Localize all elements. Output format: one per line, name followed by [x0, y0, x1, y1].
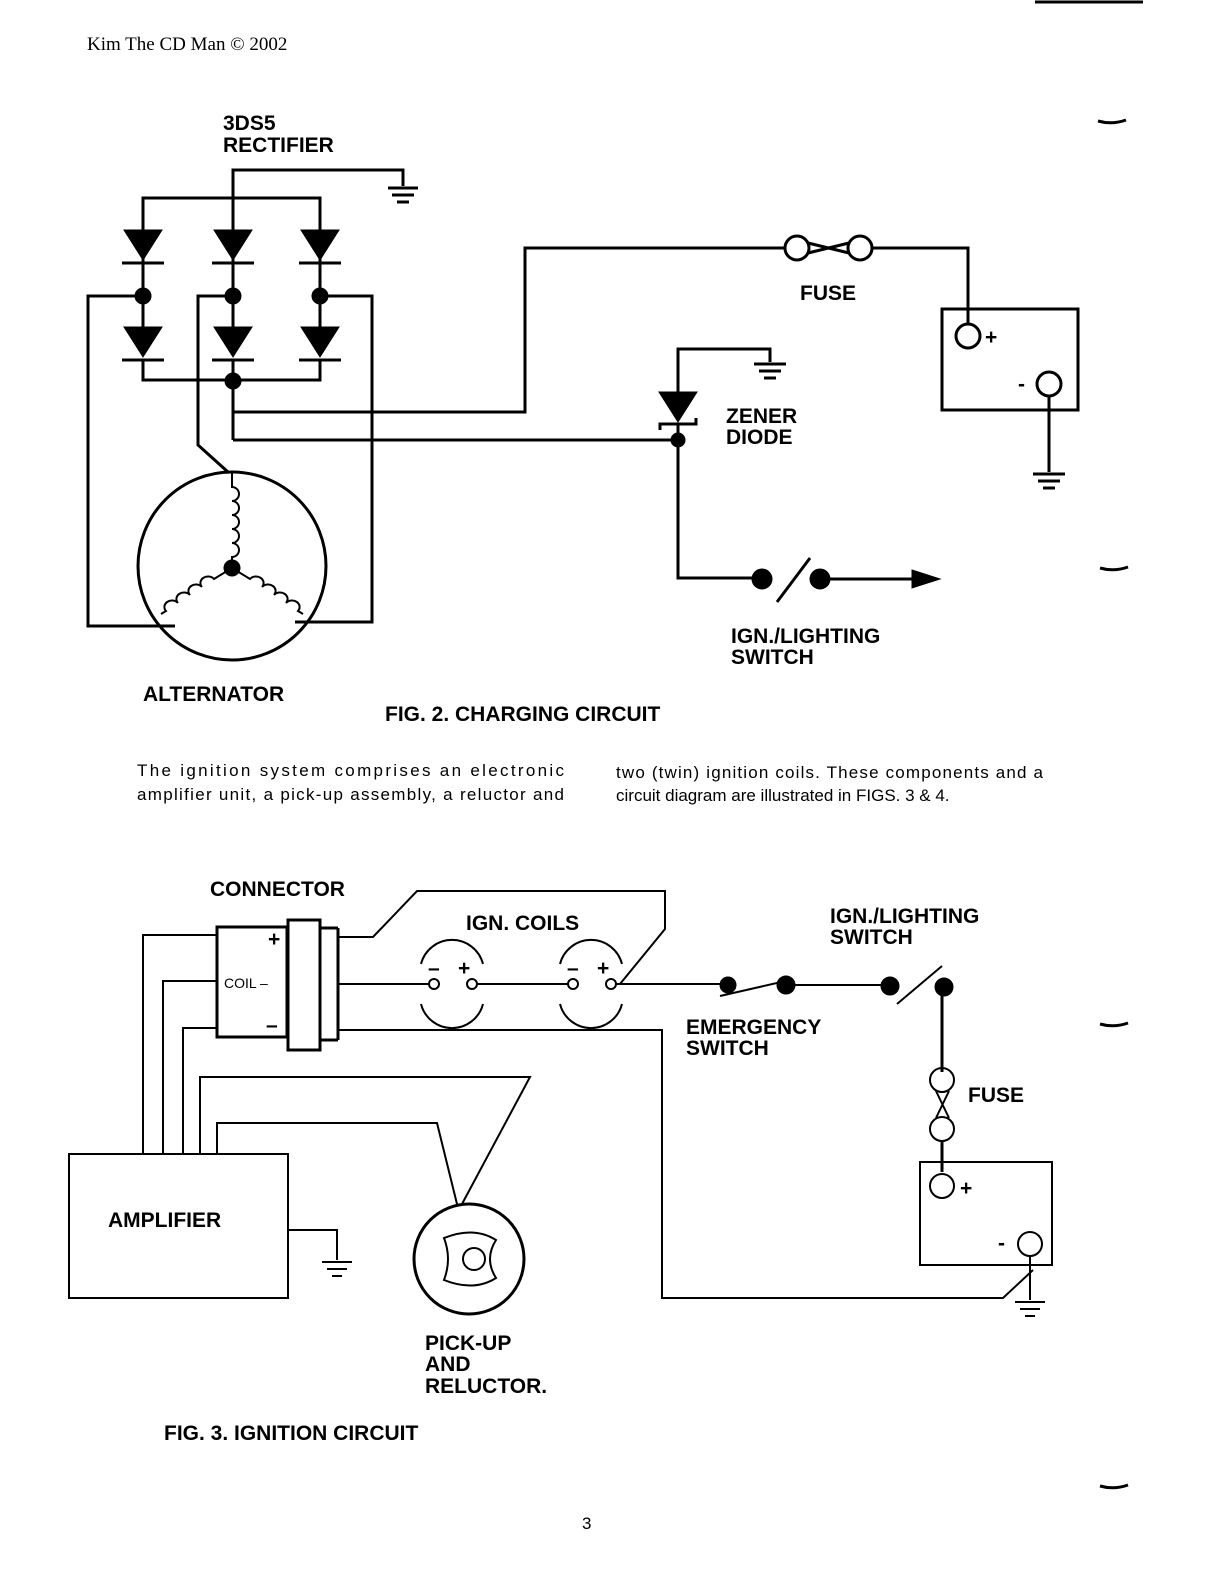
page-edge-marks	[1035, 0, 1143, 1490]
ign-switch-label-line1: IGN./LIGHTING	[830, 905, 979, 928]
ignition-circuit-diagram: CONNECTOR + COIL – –	[68, 878, 1053, 1445]
ign-switch-label-line2: SWITCH	[830, 926, 913, 949]
amplifier-wiring	[142, 890, 1034, 1299]
battery-minus-label: -	[998, 1232, 1005, 1255]
connector-minus-label: –	[266, 1014, 278, 1037]
ignition-coil-icon	[420, 938, 484, 1030]
paragraph-right-line1: two (twin) ignition coils. These compone…	[616, 763, 1044, 782]
connector-label: CONNECTOR	[210, 878, 345, 901]
pickup-label-line2: AND	[425, 1353, 471, 1376]
coil2-minus-label: –	[567, 957, 579, 980]
emergency-switch-label-line1: EMERGENCY	[686, 1016, 821, 1039]
rectifier-label-line2: RECTIFIER	[223, 134, 334, 157]
coil1-plus-label: +	[458, 957, 470, 980]
connector-coil-label: COIL –	[224, 975, 268, 991]
fuse-icon	[783, 234, 970, 324]
battery	[940, 307, 1080, 490]
emergency-switch-icon	[719, 975, 885, 997]
connector-plus-label: +	[268, 928, 280, 951]
fig3-caption: FIG. 3. IGNITION CIRCUIT	[164, 1422, 419, 1445]
alternator-label: ALTERNATOR	[143, 683, 284, 706]
copyright-header: Kim The CD Man © 2002	[87, 34, 287, 55]
pickup-label-line1: PICK-UP	[425, 1332, 511, 1355]
fuse-label: FUSE	[800, 282, 856, 305]
zener-label-line1: ZENER	[726, 405, 797, 428]
fuse-icon	[929, 1067, 955, 1172]
description-paragraph: The ignition system comprises an electro…	[137, 761, 1044, 805]
pickup-label-line3: RELUCTOR.	[425, 1375, 547, 1398]
amplifier-box	[68, 1153, 289, 1299]
ign-switch-label-line2: SWITCH	[731, 646, 814, 669]
ignition-coil-icon	[559, 938, 623, 1030]
ign-lighting-switch-icon	[880, 965, 954, 1072]
rectifier-bridge	[122, 168, 686, 448]
charging-circuit-diagram: 3DS5 RECTIFIER	[86, 112, 1080, 726]
paragraph-left-line1: The ignition system comprises an electro…	[137, 761, 565, 780]
paragraph-right-line2: circuit diagram are illustrated in FIGS.…	[616, 786, 950, 805]
pickup-reluctor	[412, 1202, 526, 1316]
page-number: 3	[582, 1514, 591, 1533]
zener-diode	[658, 347, 786, 580]
ground-symbol	[322, 1261, 352, 1277]
ign-coils-label: IGN. COILS	[466, 912, 579, 935]
battery-plus-label: +	[985, 326, 997, 349]
fuse-label: FUSE	[968, 1084, 1024, 1107]
paragraph-left-line2: amplifier unit, a pick-up assembly, a re…	[137, 785, 564, 804]
fig2-caption: FIG. 2. CHARGING CIRCUIT	[385, 703, 661, 726]
ign-switch-label-line1: IGN./LIGHTING	[731, 625, 880, 648]
diode-icon	[300, 326, 340, 358]
diode-icon	[123, 229, 163, 261]
coil1-minus-label: –	[428, 957, 440, 980]
rectifier-label-line1: 3DS5	[223, 112, 276, 135]
amplifier-label: AMPLIFIER	[108, 1209, 221, 1232]
diode-icon	[300, 229, 340, 261]
ground-symbol	[388, 186, 418, 204]
battery-plus-label: +	[960, 1177, 972, 1200]
diode-icon	[213, 229, 253, 261]
coil2-plus-label: +	[597, 957, 609, 980]
diode-icon	[123, 326, 163, 358]
battery	[919, 1161, 1053, 1317]
battery-minus-label: -	[1018, 373, 1025, 396]
diode-icon	[213, 326, 253, 358]
zener-label-line2: DIODE	[726, 426, 793, 449]
ign-lighting-switch-icon	[751, 557, 942, 603]
emergency-switch-label-line2: SWITCH	[686, 1037, 769, 1060]
alternator	[86, 246, 785, 662]
